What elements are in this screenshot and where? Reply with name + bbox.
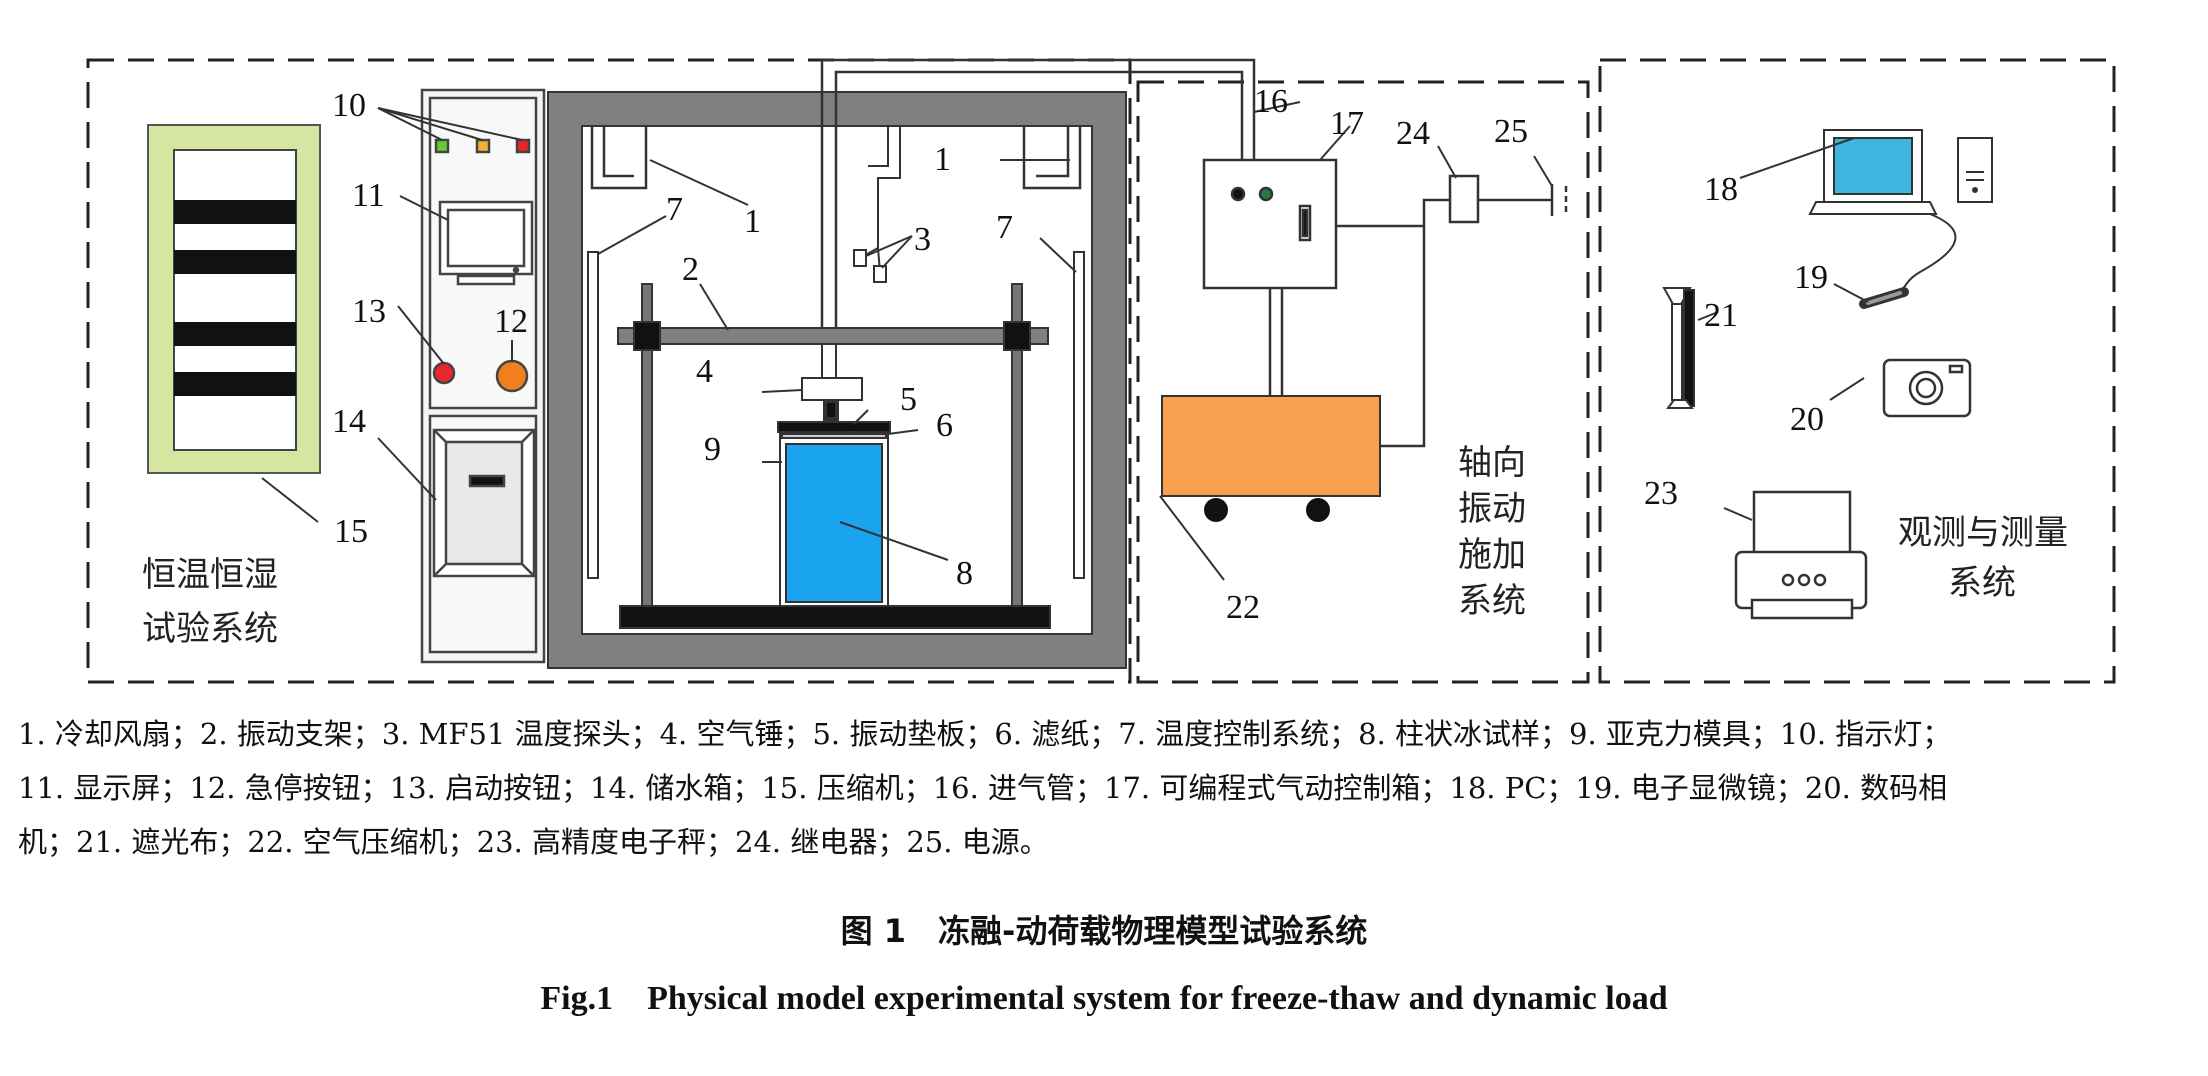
temperature-probes — [853, 126, 901, 283]
air-compressor — [1161, 395, 1381, 522]
label-20: 20 — [1790, 401, 1824, 438]
indicator-green — [434, 138, 450, 154]
label-7b: 7 — [996, 209, 1013, 246]
figure-caption-cn: 图 1 冻融-动荷载物理模型试验系统 — [840, 912, 1368, 950]
label-13: 13 — [352, 293, 386, 330]
observation-system-name-2: 系统 — [1948, 563, 2016, 603]
pneumatic-control-box — [1202, 158, 1338, 290]
vibration-system-name-1: 轴向 — [1458, 443, 1526, 483]
vibration-system-name-3: 施加 — [1458, 535, 1526, 575]
power-source — [1550, 184, 1568, 216]
legend-line-1: 1. 冷却风扇；2. 振动支架；3. MF51 温度探头；4. 空气锤；5. 振… — [18, 717, 1952, 751]
label-2: 2 — [682, 251, 699, 288]
compressor — [147, 124, 321, 474]
label-7a: 7 — [666, 191, 683, 228]
label-21: 21 — [1704, 297, 1738, 334]
vibration-frame — [617, 283, 1051, 629]
label-16: 16 — [1254, 83, 1288, 120]
component-labels: 10 11 13 12 14 15 1 1 7 7 3 2 4 5 6 9 8 … — [332, 83, 1828, 626]
electronic-scale — [1734, 490, 1868, 620]
air-hammer — [801, 343, 863, 421]
climate-system-boundary — [86, 58, 1132, 684]
vibration-system-boundary — [1136, 80, 1590, 684]
label-1b: 1 — [934, 141, 951, 178]
vibration-system-name-4: 系统 — [1458, 581, 1526, 621]
climate-system-name-2: 试验系统 — [142, 609, 278, 649]
cooling-fans — [590, 126, 1082, 190]
start-button — [432, 361, 456, 385]
laptop-pc — [1808, 129, 1993, 295]
label-24: 24 — [1396, 115, 1430, 152]
indicator-yellow — [475, 138, 491, 154]
emergency-stop-button — [495, 359, 529, 393]
control-cabinet — [420, 88, 546, 664]
ice-sample-assembly — [777, 421, 891, 607]
label-8: 8 — [956, 555, 973, 592]
electron-microscope — [1859, 287, 1909, 309]
light-shield — [1662, 287, 1695, 409]
figure-caption-en: Fig.1 Physical model experimental system… — [540, 980, 1668, 1017]
temperature-control — [587, 251, 1085, 579]
label-1a: 1 — [744, 203, 761, 240]
legend-line-2: 11. 显示屏；12. 急停按钮；13. 启动按钮；14. 储水箱；15. 压缩… — [18, 771, 1948, 805]
relay — [1448, 174, 1480, 224]
label-3: 3 — [914, 221, 931, 258]
label-25: 25 — [1494, 113, 1528, 150]
observation-system-boundary — [1598, 58, 2116, 684]
label-6: 6 — [936, 407, 953, 444]
label-9: 9 — [704, 431, 721, 468]
label-15: 15 — [334, 513, 368, 550]
vibration-system-name-2: 振动 — [1458, 489, 1526, 529]
label-11: 11 — [352, 177, 385, 214]
label-10: 10 — [332, 87, 366, 124]
leader-lines — [261, 101, 1869, 581]
label-5: 5 — [900, 381, 917, 418]
label-4: 4 — [696, 353, 713, 390]
digital-camera — [1882, 358, 1972, 418]
relay-wiring — [1268, 198, 1552, 448]
legend-line-3: 机；21. 遮光布；22. 空气压缩机；23. 高精度电子秤；24. 继电器；2… — [18, 825, 1049, 859]
label-23: 23 — [1644, 475, 1678, 512]
label-14: 14 — [332, 403, 366, 440]
observation-system-name-1: 观测与测量 — [1898, 513, 2068, 553]
label-12: 12 — [494, 303, 528, 340]
indicator-red — [515, 138, 531, 154]
label-22: 22 — [1226, 589, 1260, 626]
climate-system-name-1: 恒温恒湿 — [142, 555, 278, 595]
system-names: 恒温恒湿 试验系统 轴向 振动 施加 系统 观测与测量 系统 — [142, 443, 2068, 649]
label-17: 17 — [1330, 105, 1364, 142]
label-19: 19 — [1794, 259, 1828, 296]
label-18: 18 — [1704, 171, 1738, 208]
air-pipe — [820, 58, 1256, 338]
